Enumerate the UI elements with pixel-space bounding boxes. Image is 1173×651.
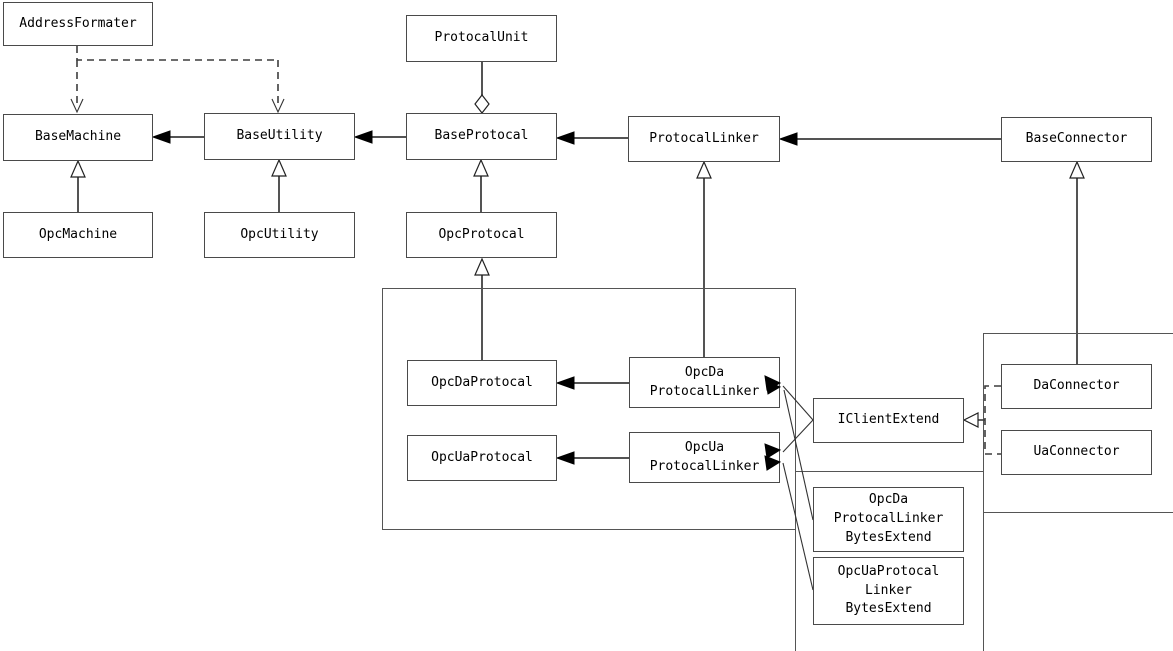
triangle-inheritance-basemachine [70, 159, 86, 178]
class-node-baseprotocal[interactable]: BaseProtocal [406, 113, 557, 160]
edge-connectors-bus [984, 385, 1001, 455]
class-node-basemachine[interactable]: BaseMachine [3, 114, 153, 161]
class-node-opcdaprotocallinkerbytesextend[interactable]: OpcDa ProtocalLinker BytesExtend [813, 487, 964, 552]
diamond-aggregation-baseprotocal [474, 94, 490, 114]
arrowhead-filled-opcuaprotocal [555, 451, 575, 465]
class-node-baseutility[interactable]: BaseUtility [204, 113, 355, 160]
triangle-inheritance-baseprotocal [473, 158, 489, 177]
arrowhead-open-basemachine [70, 98, 84, 114]
triangle-inheritance-opcprotocal [474, 257, 490, 276]
edge-opcuabytesextend-opcualinker [782, 462, 814, 591]
class-node-opcutility[interactable]: OpcUtility [204, 212, 355, 258]
edge-iclientextend-opcdalinker [782, 385, 814, 421]
class-node-protocalunit[interactable]: ProtocalUnit [406, 15, 557, 62]
arrowhead-open-baseutility [271, 98, 285, 114]
class-node-opcuaprotocal[interactable]: OpcUaProtocal [407, 435, 557, 481]
class-node-baseconnector[interactable]: BaseConnector [1001, 117, 1152, 162]
triangle-inheritance-protocallinker [696, 160, 712, 179]
class-node-daconnector[interactable]: DaConnector [1001, 364, 1152, 409]
triangle-realization-iclientextend [962, 412, 979, 428]
arrowhead-filled-basemachine [151, 130, 171, 144]
triangle-inheritance-baseutility [271, 158, 287, 177]
arrowhead-filled-baseutility [353, 130, 373, 144]
class-node-protocallinker[interactable]: ProtocalLinker [628, 116, 780, 162]
triangle-inheritance-baseconnector [1069, 160, 1085, 179]
edge-opcdabytesextend-opcdalinker [783, 389, 814, 521]
class-node-opcdaprotocallinker[interactable]: OpcDa ProtocalLinker [629, 357, 780, 408]
class-node-opcdaprotocal[interactable]: OpcDaProtocal [407, 360, 557, 406]
class-node-addressformater[interactable]: AddressFormater [3, 2, 153, 46]
edge-addressformater-split [76, 46, 278, 61]
arrowhead-filled-protocallinker [778, 132, 798, 146]
group-extend-package [795, 471, 984, 651]
class-node-uaconnector[interactable]: UaConnector [1001, 430, 1152, 475]
class-node-opcuaprotocallinkerbytesextend[interactable]: OpcUaProtocal Linker BytesExtend [813, 557, 964, 625]
arrowhead-filled-baseprotocal [555, 131, 575, 145]
class-node-opcprotocal[interactable]: OpcProtocal [406, 212, 557, 258]
group-protocal-package [382, 288, 796, 530]
class-node-opcmachine[interactable]: OpcMachine [3, 212, 153, 258]
class-node-iclientextend[interactable]: IClientExtend [813, 398, 964, 443]
class-node-opcuaprotocallinker[interactable]: OpcUa ProtocalLinker [629, 432, 780, 483]
edge-iclientextend-opcualinker [782, 419, 814, 453]
arrowhead-filled-opcdaprotocal [555, 376, 575, 390]
